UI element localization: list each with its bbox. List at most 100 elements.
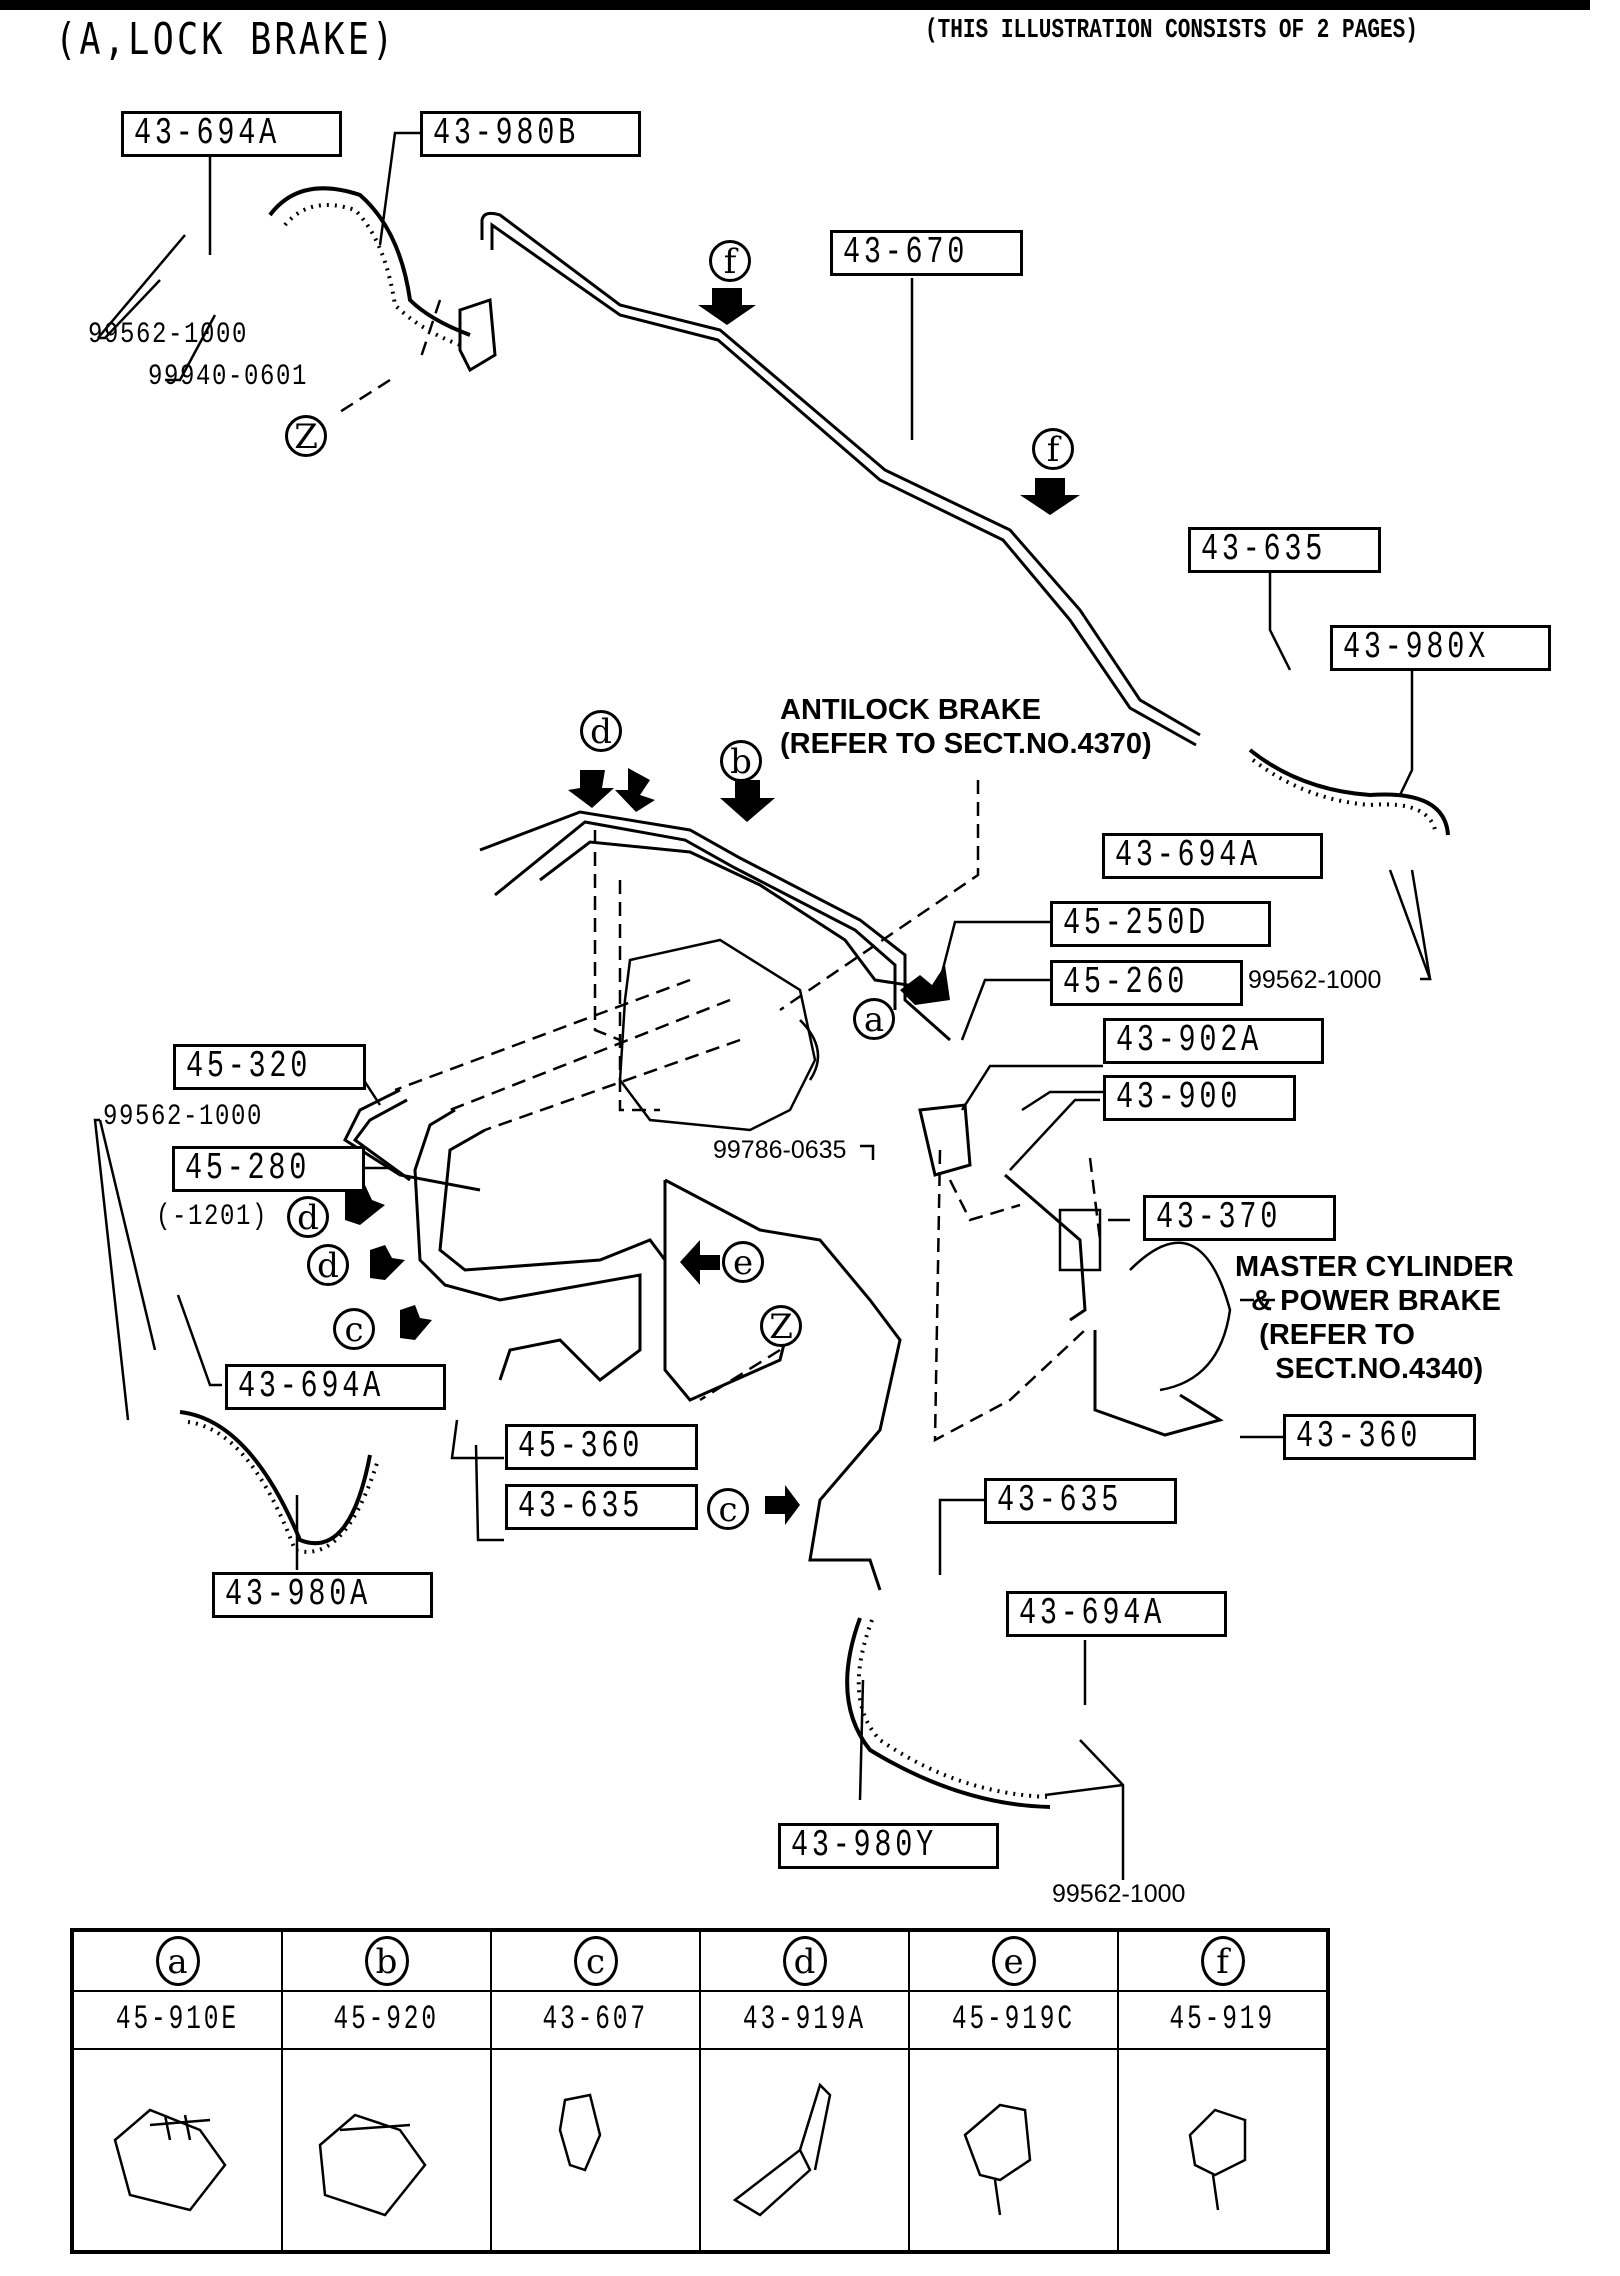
part-box-43-670[interactable]: 43-670 [830, 230, 1023, 276]
clip-f-icon [1117, 2048, 1329, 2253]
legend-part-cell[interactable]: 43-607 [490, 1990, 701, 2050]
legend-key-cell: a [71, 1929, 283, 1992]
callout-d[interactable]: d [307, 1244, 349, 1286]
part-number: 43-635 [997, 1479, 1123, 1522]
antilock-brake-note: ANTILOCK BRAKE (REFER TO SECT.NO.4370) [780, 694, 1152, 760]
legend-part-cell[interactable]: 43-919A [699, 1990, 910, 2050]
part-number: 43-980A [225, 1573, 371, 1616]
part-number: 43-694A [1115, 834, 1261, 877]
callout-f[interactable]: f [1032, 428, 1074, 470]
arrow-e [680, 1240, 720, 1285]
hoses [179, 186, 1450, 1809]
legend-part-cell[interactable]: 45-910E [71, 1990, 283, 2050]
part-box-43-370[interactable]: 43-370 [1143, 1195, 1336, 1241]
arrow-c2 [765, 1485, 800, 1525]
legend-part-number: 45-920 [333, 2001, 440, 2039]
legend-part-row: 45-910E 45-920 43-607 43-919A 45-919C 45… [71, 1990, 1329, 2050]
part-box-45-250D[interactable]: 45-250D [1050, 901, 1271, 947]
part-number: 43-635 [518, 1485, 644, 1528]
part-label-bolt[interactable]: 99786-0635 [713, 1136, 847, 1164]
legend-part-cell[interactable]: 45-920 [281, 1990, 492, 2050]
legend-key-row: a b c d e f [71, 1929, 1329, 1992]
callout-z[interactable]: Z [285, 415, 327, 457]
clip-b-icon [281, 2048, 492, 2253]
part-label-washer[interactable]: 99562-1000 [103, 1100, 303, 1134]
legend-part-number: 43-919A [742, 2001, 866, 2039]
part-box-43-980X[interactable]: 43-980X [1330, 625, 1551, 671]
part-box-43-980A[interactable]: 43-980A [212, 1572, 433, 1618]
part-label-washer[interactable]: 99562-1000 [1248, 966, 1382, 994]
header-rule [0, 0, 1590, 10]
arrow-d4 [370, 1245, 405, 1280]
callout-e[interactable]: e [722, 1241, 764, 1283]
part-box-43-694A[interactable]: 43-694A [1006, 1591, 1227, 1637]
part-box-45-320[interactable]: 45-320 [173, 1044, 366, 1090]
callout-d[interactable]: d [287, 1196, 329, 1238]
part-number: 43-670 [843, 231, 969, 274]
legend-key-cell: d [699, 1929, 910, 1992]
legend-key-d: d [782, 1936, 827, 1986]
part-box-43-694A[interactable]: 43-694A [121, 111, 342, 157]
clip-d-icon [699, 2048, 910, 2253]
arrow-d2 [615, 768, 655, 812]
part-box-43-694A[interactable]: 43-694A [225, 1364, 446, 1410]
callout-c[interactable]: c [333, 1308, 375, 1350]
legend-key-f: f [1200, 1936, 1245, 1986]
part-box-43-900[interactable]: 43-900 [1103, 1075, 1296, 1121]
part-number: 45-280 [185, 1147, 311, 1190]
part-box-43-694A[interactable]: 43-694A [1102, 833, 1323, 879]
clip-a-icon [71, 2048, 283, 2253]
callout-b[interactable]: b [720, 740, 762, 782]
legend-part-number: 45-910E [115, 2001, 239, 2039]
legend-part-cell[interactable]: 45-919 [1117, 1990, 1329, 2050]
part-number: 43-900 [1116, 1076, 1242, 1119]
callout-z[interactable]: Z [760, 1305, 802, 1347]
legend-part-number: 43-607 [542, 2001, 649, 2039]
part-number: 99562-1000 [103, 1100, 264, 1134]
clip-legend-table: a b c d e f 45-910E 45-920 43-607 43-919… [70, 1928, 1330, 2254]
abs-unit [618, 938, 820, 1132]
part-box-43-980B[interactable]: 43-980B [420, 111, 641, 157]
page-title: (A,LOCK BRAKE) [55, 14, 397, 65]
legend-key-cell: b [281, 1929, 492, 1992]
part-number: 43-635 [1201, 528, 1327, 571]
part-box-45-360[interactable]: 45-360 [505, 1424, 698, 1470]
legend-key-c: c [573, 1936, 618, 1986]
clip-e-icon [908, 2048, 1119, 2253]
page-subtitle: (THIS ILLUSTRATION CONSISTS OF 2 PAGES) [925, 16, 1418, 46]
callout-a[interactable]: a [853, 998, 895, 1040]
part-box-43-635[interactable]: 43-635 [984, 1478, 1177, 1524]
legend-part-number: 45-919C [951, 2001, 1075, 2039]
arrow-c1 [400, 1305, 432, 1340]
clip-c-icon [490, 2048, 701, 2253]
legend-key-cell: e [908, 1929, 1119, 1992]
part-label-washer[interactable]: 99562-1000 [88, 318, 288, 352]
part-number: 45-250D [1063, 902, 1209, 945]
master-cylinder [1058, 1208, 1232, 1392]
part-number: 99940-0601 [148, 360, 309, 394]
arrow-d1 [568, 770, 614, 808]
part-number: 43-694A [238, 1365, 384, 1408]
part-box-43-635[interactable]: 43-635 [1188, 527, 1381, 573]
part-number: 45-260 [1063, 961, 1189, 1004]
callout-d[interactable]: d [580, 710, 622, 752]
callout-f[interactable]: f [709, 240, 751, 282]
part-box-43-635[interactable]: 43-635 [505, 1484, 698, 1530]
part-box-45-260[interactable]: 45-260 [1050, 960, 1243, 1006]
callout-c[interactable]: c [707, 1488, 749, 1530]
part-number: 43-902A [1116, 1019, 1262, 1062]
legend-image-row [71, 2048, 1329, 2253]
legend-part-cell[interactable]: 45-919C [908, 1990, 1119, 2050]
arrow-a [900, 965, 950, 1005]
part-label-bolt[interactable]: 99940-0601 [148, 360, 348, 394]
junction-block [458, 297, 972, 1177]
part-box-45-280[interactable]: 45-280 [172, 1146, 365, 1192]
part-box-43-902A[interactable]: 43-902A [1103, 1018, 1324, 1064]
part-box-43-360[interactable]: 43-360 [1283, 1414, 1476, 1460]
part-label-washer[interactable]: 99562-1000 [1052, 1880, 1186, 1908]
part-number: 43-980X [1343, 626, 1489, 669]
part-number: 99562-1000 [88, 318, 249, 352]
part-number: 45-320 [186, 1045, 312, 1088]
part-box-43-980Y[interactable]: 43-980Y [778, 1823, 999, 1869]
